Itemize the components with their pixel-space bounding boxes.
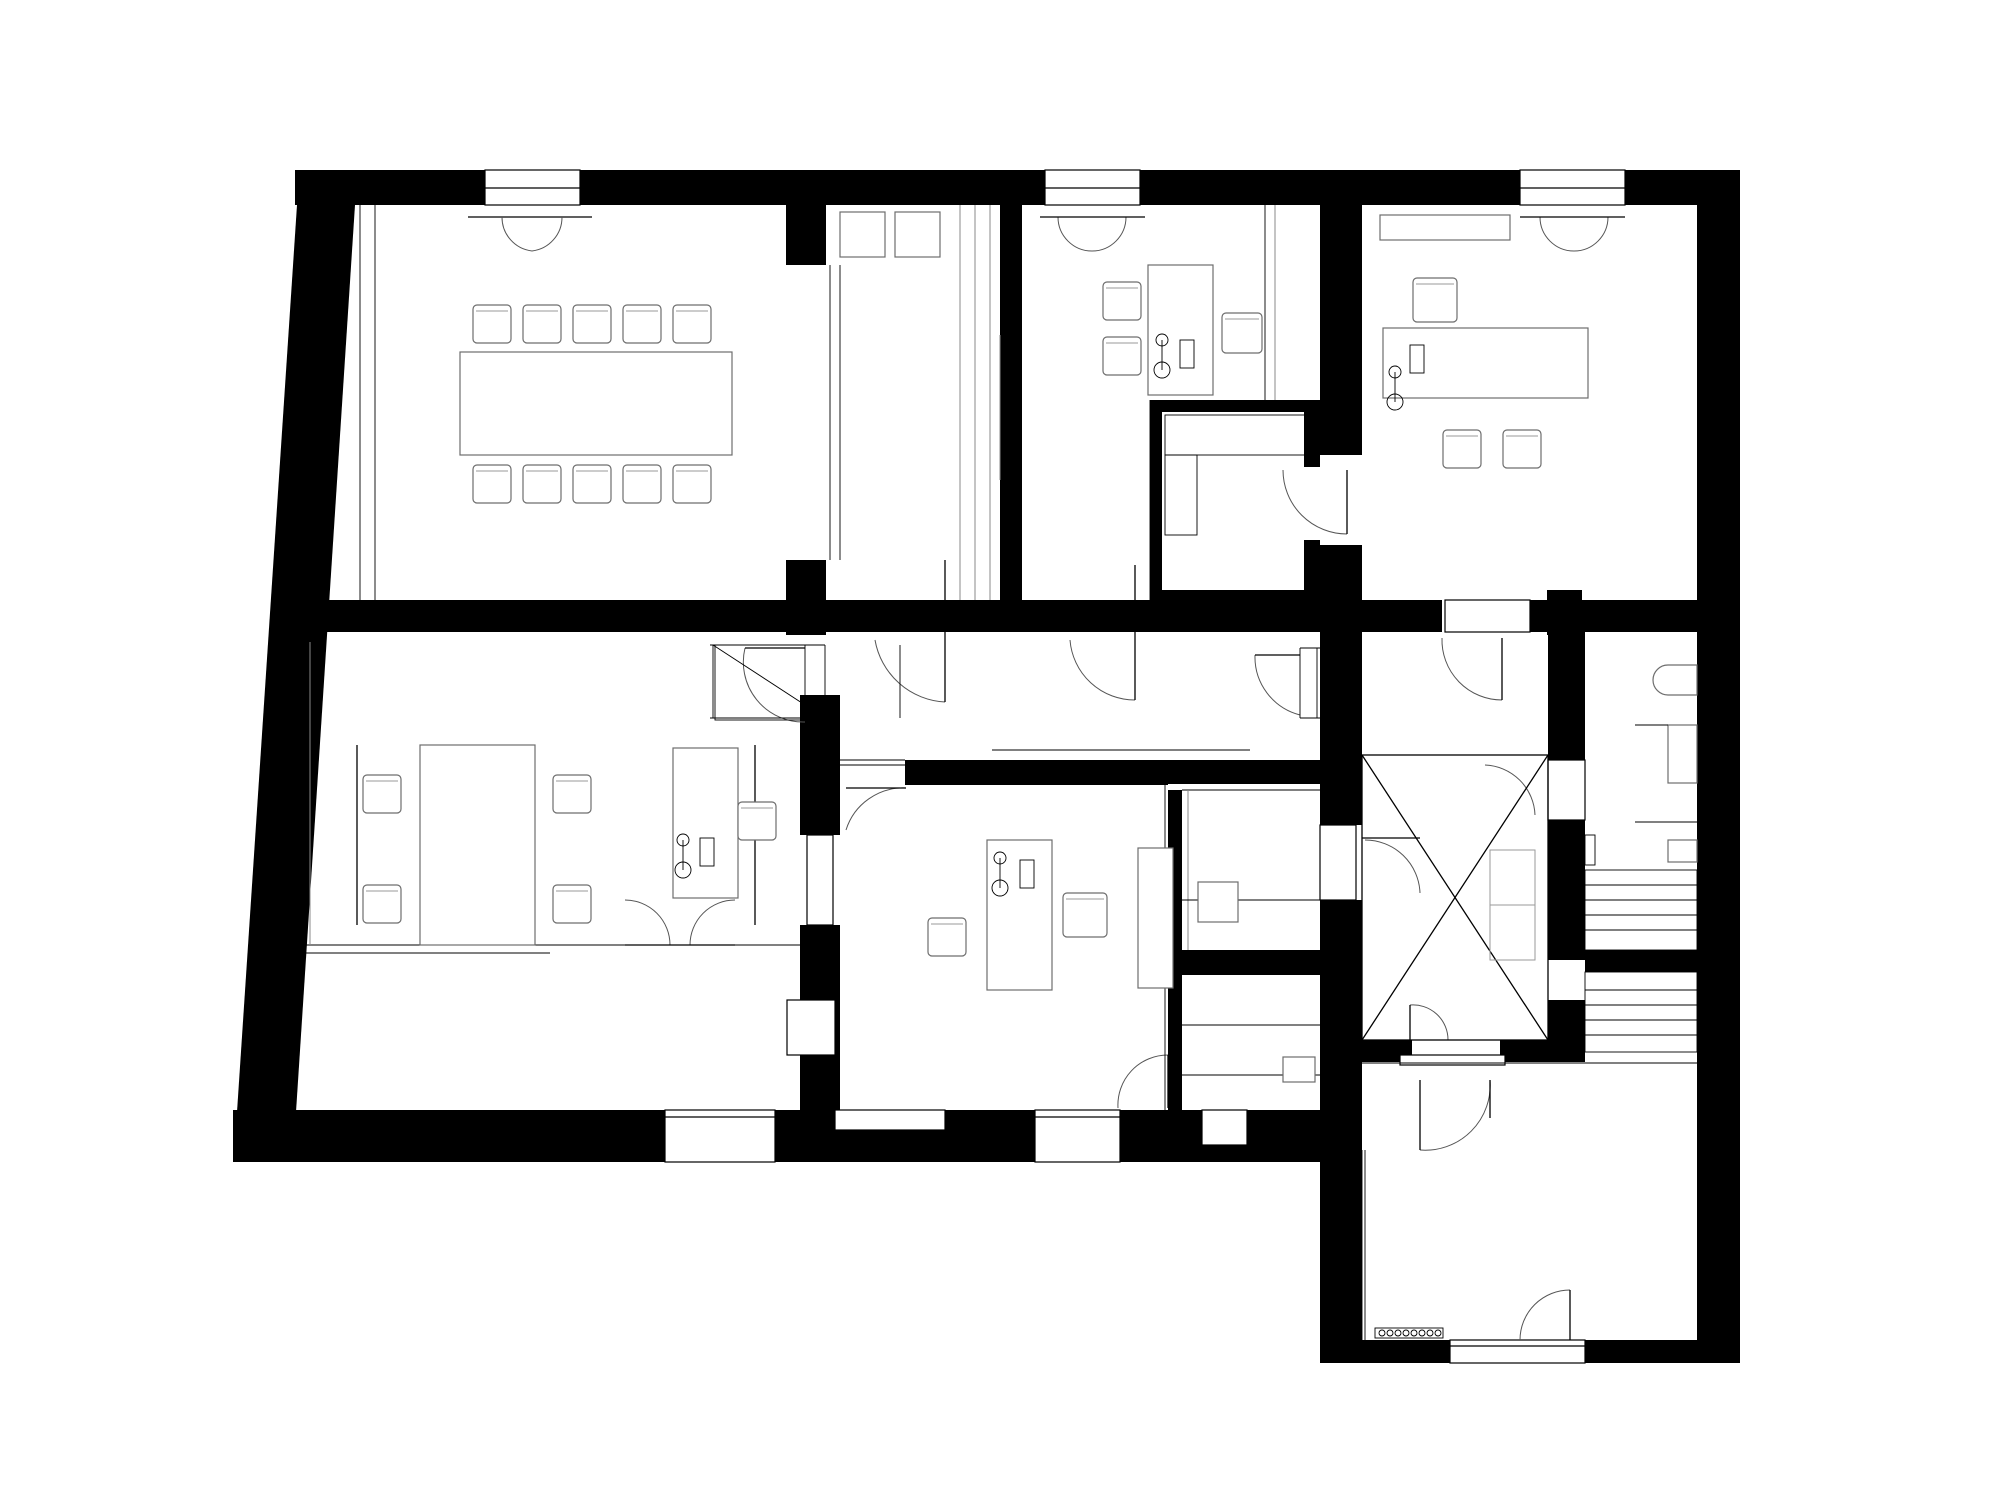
radiator [1374,1327,1444,1339]
conference-table-set [459,351,733,456]
chair [672,304,712,344]
chair [572,304,612,344]
doors [468,216,1625,1341]
desks [309,214,1589,1083]
windows [484,169,1626,1364]
phone-icon [699,837,715,867]
chair [1062,892,1108,938]
chair [1442,429,1482,469]
chair [1502,429,1542,469]
chair [472,304,512,344]
chair [362,774,402,814]
chair [737,801,777,841]
chair [622,304,662,344]
chair [1221,312,1263,354]
chair [572,464,612,504]
chairs [362,277,1542,957]
chair [1102,281,1142,321]
chair [552,884,592,924]
chair [362,884,402,924]
chair [622,464,662,504]
chair [552,774,592,814]
phone-icon [1409,344,1425,374]
desk-lamp-icon [991,851,1009,897]
desk-lamp-icon [1153,333,1171,379]
chair [522,304,562,344]
interior-walls [297,205,1740,1110]
chair [1102,336,1142,376]
chair [472,464,512,504]
desk-lamp-icon [674,833,692,879]
desk-accessories [674,333,1425,897]
elevator-shaft [1361,754,1549,1041]
chair [672,464,712,504]
phone-icon [1179,339,1195,369]
desk-lamp-icon [1386,365,1404,411]
chair [927,917,967,957]
chair [1412,277,1458,323]
chair [522,464,562,504]
phone-icon [1019,859,1035,889]
wc [1584,664,1698,866]
archive-room [829,211,1145,629]
stairs [1584,869,1698,1053]
